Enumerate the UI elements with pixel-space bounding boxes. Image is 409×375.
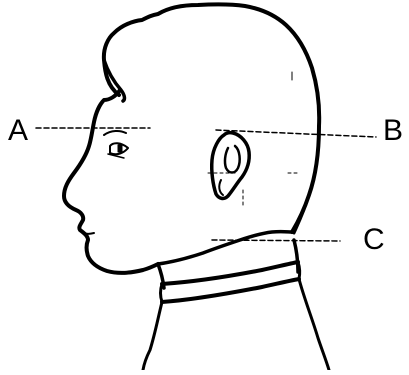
reference-line-c xyxy=(212,240,340,241)
collar-upper xyxy=(162,262,298,284)
label-a: A xyxy=(8,116,28,146)
collar-back-edge xyxy=(298,262,300,279)
collar-front-edge xyxy=(161,284,163,302)
neck-back xyxy=(294,240,298,272)
face-profile-line xyxy=(64,90,158,273)
label-c: C xyxy=(363,225,385,255)
eye-pupil xyxy=(118,145,122,152)
ear-outline xyxy=(212,133,249,199)
mouth-line xyxy=(84,233,94,234)
label-b: B xyxy=(383,116,403,146)
shirt-back xyxy=(299,279,329,370)
nape-line xyxy=(294,195,309,233)
ear-inner xyxy=(225,146,240,173)
shirt-front xyxy=(143,302,162,370)
ear-lobe-detail xyxy=(219,180,223,195)
jaw-line xyxy=(158,232,292,264)
hair-outline xyxy=(104,4,319,232)
eyebrow xyxy=(104,131,126,135)
